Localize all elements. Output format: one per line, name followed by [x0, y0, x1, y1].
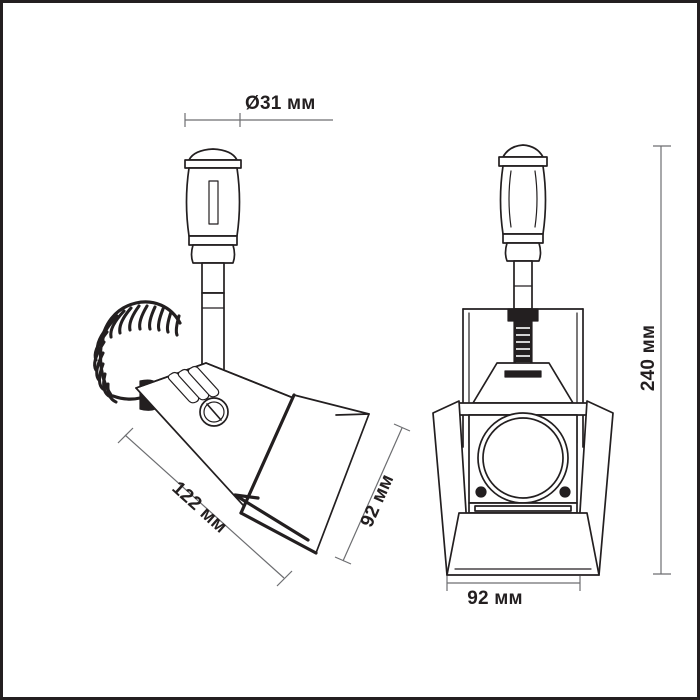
- dimension-lines: [117, 113, 671, 591]
- front-view-bottom-rail: [468, 502, 578, 514]
- side-view-pivot-screw: [199, 397, 229, 427]
- front-view-barn-doors: [432, 400, 614, 576]
- side-view-lamp-housing: [135, 362, 337, 517]
- front-view-adjust-screw: [507, 308, 539, 370]
- dimension-line-length-122: [117, 427, 293, 587]
- side-view-mount-cap: [184, 148, 242, 264]
- front-view-lens: [477, 412, 569, 504]
- side-view-group: [93, 148, 370, 555]
- front-view-group: [432, 144, 614, 576]
- front-view-stem: [513, 260, 533, 310]
- dimension-label-height-240: 240 мм: [638, 324, 659, 392]
- dimension-line-diameter-31: [184, 113, 333, 127]
- side-view-barn-door-flap: [239, 393, 370, 555]
- dimension-label-width-92: 92 мм: [467, 588, 523, 609]
- dimension-line-width-92: [446, 576, 581, 591]
- side-view-vent-slots: [167, 365, 220, 404]
- dimension-line-height-240: [653, 145, 671, 575]
- side-view-barn-door-edges: [233, 413, 370, 542]
- dimension-label-diameter-31: Ø31 мм: [245, 93, 316, 114]
- dimension-line-depth-92: [334, 423, 411, 565]
- front-view-lens-screws: [475, 486, 571, 498]
- product-technical-drawing: .ln { fill:none; stroke:#231f20; stroke-…: [93, 113, 671, 591]
- front-view-mount-cap: [498, 144, 548, 262]
